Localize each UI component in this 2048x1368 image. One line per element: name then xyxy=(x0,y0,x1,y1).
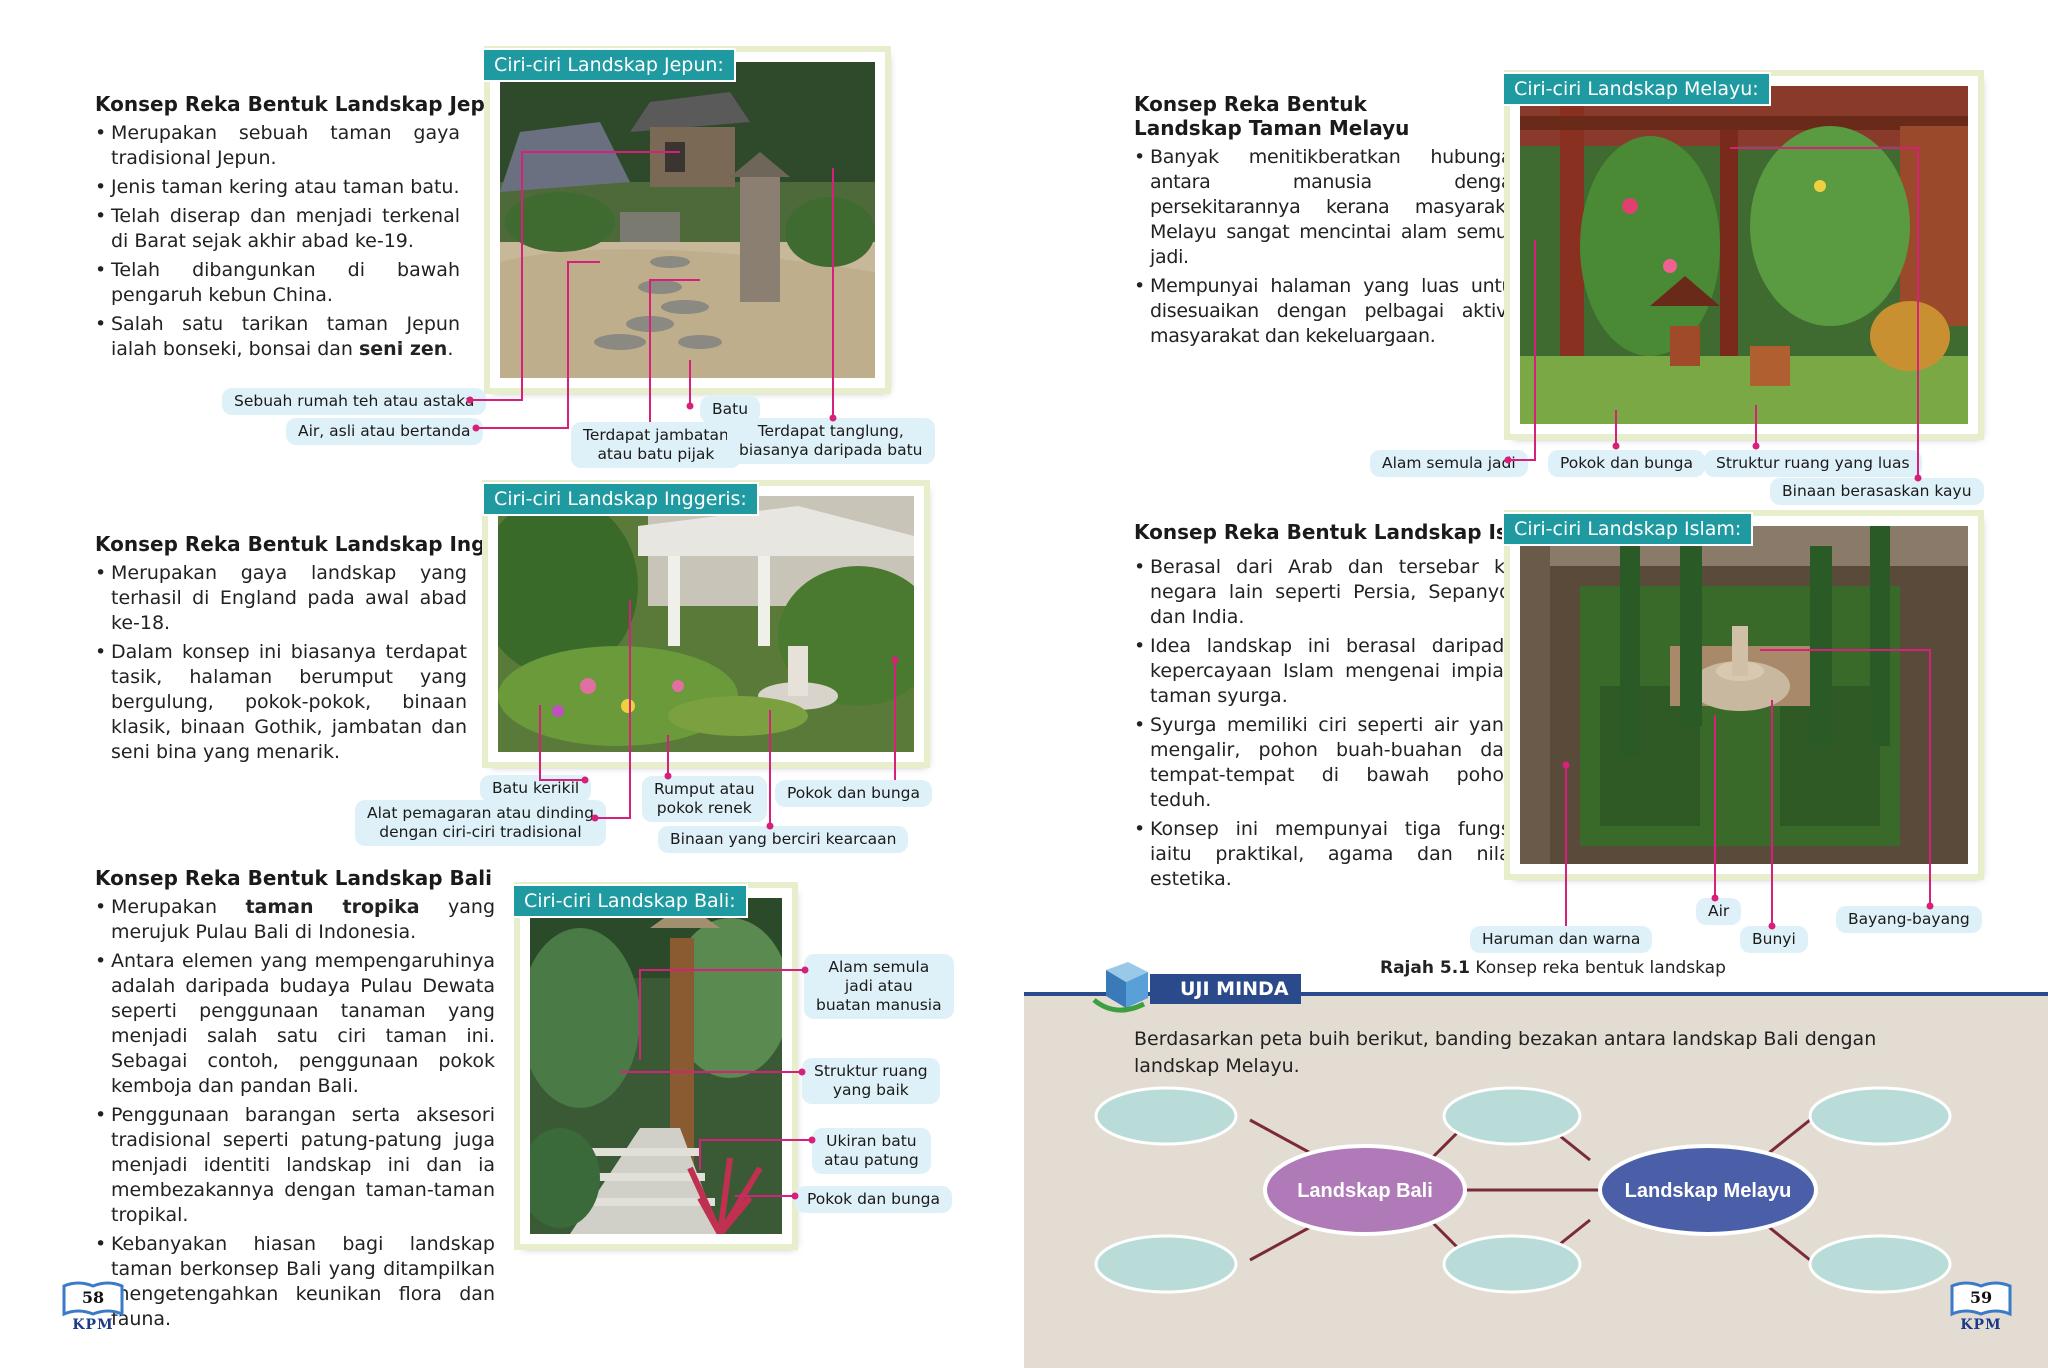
islam-garden-photo xyxy=(1520,526,1968,864)
islam-bullet-1: Berasal dari Arab dan tersebar ke negara… xyxy=(1134,555,1516,630)
callout-islam-scent: Haruman dan warna xyxy=(1470,926,1653,953)
empty-bubble-bottom-left xyxy=(1094,1234,1238,1294)
callout-islam-water: Air xyxy=(1696,898,1742,925)
empty-bubble-top-right xyxy=(1808,1086,1952,1146)
callout-structure: Binaan yang berciri kearcaan xyxy=(658,826,909,853)
bali-frame-title: Ciri-ciri Landskap Bali: xyxy=(512,884,748,918)
english-bullets: Merupakan gaya landskap yang terhasil di… xyxy=(95,561,467,769)
callout-bridge: Terdapat jambatan atau batu pijak xyxy=(571,422,741,468)
callout-bali-carving: Ukiran batu atau patung xyxy=(812,1128,931,1174)
japan-garden-photo xyxy=(500,62,875,378)
uji-minda-panel xyxy=(1024,992,2048,1368)
callout-malay-wood: Binaan berasaskan kayu xyxy=(1770,478,1984,505)
left-page: Konsep Reka Bentuk Landskap Jepun Merupa… xyxy=(0,0,1024,1364)
japan-bullets: Merupakan sebuah taman gaya tradisional … xyxy=(95,121,460,366)
bali-garden-photo xyxy=(530,898,782,1234)
callout-islam-shadow: Bayang-bayang xyxy=(1836,906,1982,933)
islam-frame-title: Ciri-ciri Landskap Islam: xyxy=(1502,512,1754,546)
bubble-landskap-melayu xyxy=(1598,1144,1818,1236)
malay-bullet-2: Mempunyai halaman yang luas untuk disesu… xyxy=(1134,274,1524,349)
japan-bullet-1: Merupakan sebuah taman gaya tradisional … xyxy=(95,121,460,171)
empty-bubble-bottom-center xyxy=(1442,1234,1582,1294)
callout-bali-nature: Alam semula jadi atau buatan manusia xyxy=(804,954,954,1019)
english-bullet-2: Dalam konsep ini biasanya terdapat tasik… xyxy=(95,640,467,765)
islam-bullet-4: Konsep ini mempunyai tiga fungsi iaitu p… xyxy=(1134,817,1516,892)
bali-photo-frame: Ciri-ciri Landskap Bali: xyxy=(512,884,792,1244)
japan-bullet-5: Salah satu tarikan taman Jepun ialah bon… xyxy=(95,312,460,362)
islam-photo-frame: Ciri-ciri Landskap Islam: xyxy=(1502,512,1978,874)
japan-bullet-2: Jenis taman kering atau taman batu. xyxy=(95,175,460,200)
bali-bullet-3: Penggunaan barangan serta aksesori tradi… xyxy=(95,1103,495,1228)
book-icon xyxy=(62,1281,124,1317)
empty-bubble-bottom-right xyxy=(1808,1234,1952,1294)
bali-title: Konsep Reka Bentuk Landskap Bali xyxy=(95,866,492,890)
bali-bullet-1: Merupakan taman tropika yang merujuk Pul… xyxy=(95,895,495,945)
callout-teahouse: Sebuah rumah teh atau astaka xyxy=(222,388,487,415)
islam-bullet-2: Idea landskap ini berasal daripada keper… xyxy=(1134,634,1516,709)
bubble-melayu-label: Landskap Melayu xyxy=(1625,1180,1792,1202)
callout-fence: Alat pemagaran atau dinding dengan ciri-… xyxy=(355,800,606,846)
japan-bullet-3: Telah diserap dan menjadi terkenal di Ba… xyxy=(95,204,460,254)
japan-title: Konsep Reka Bentuk Landskap Jepun xyxy=(95,92,514,116)
page-number-left: 58 KPM xyxy=(58,1278,128,1336)
callout-islam-sound: Bunyi xyxy=(1740,926,1808,953)
japan-frame-title: Ciri-ciri Landskap Jepun: xyxy=(482,48,736,82)
callout-gravel: Batu kerikil xyxy=(480,775,592,802)
malay-garden-photo xyxy=(1520,86,1968,424)
japan-photo-frame: Ciri-ciri Landskap Jepun: xyxy=(482,48,885,388)
malay-bullet-1: Banyak menitikberatkan hubungan antara m… xyxy=(1134,145,1524,270)
bubble-map: Landskap Bali Landskap Melayu xyxy=(1094,1086,1952,1294)
malay-bullets: Banyak menitikberatkan hubungan antara m… xyxy=(1134,145,1524,353)
book-icon xyxy=(1950,1281,2012,1317)
english-bullet-1: Merupakan gaya landskap yang terhasil di… xyxy=(95,561,467,636)
english-frame-title: Ciri-ciri Landskap Inggeris: xyxy=(482,482,759,516)
bali-bullet-4: Kebanyakan hiasan bagi landskap taman be… xyxy=(95,1232,495,1332)
islam-bullet-3: Syurga memiliki ciri seperti air yang me… xyxy=(1134,713,1516,813)
bubble-bali-label: Landskap Bali xyxy=(1297,1180,1433,1202)
callout-malay-plants: Pokok dan bunga xyxy=(1548,450,1705,477)
malay-frame-title: Ciri-ciri Landskap Melayu: xyxy=(1502,72,1771,106)
english-garden-photo xyxy=(498,496,914,752)
malay-title: Konsep Reka Bentuk Landskap Taman Melayu xyxy=(1134,92,1410,140)
callout-malay-nature: Alam semula jadi xyxy=(1370,450,1528,477)
malay-photo-frame: Ciri-ciri Landskap Melayu: xyxy=(1502,72,1978,434)
callout-english-plants: Pokok dan bunga xyxy=(775,780,932,807)
english-title: Konsep Reka Bentuk Landskap Inggeris xyxy=(95,532,542,556)
cube-icon xyxy=(1092,962,1148,1013)
empty-bubble-top-left xyxy=(1094,1086,1238,1146)
callout-lantern: Terdapat tanglung, biasanya daripada bat… xyxy=(727,418,935,464)
callout-water: Air, asli atau bertanda xyxy=(286,418,483,445)
uji-minda-label: UJI MINDA xyxy=(1150,974,1301,1004)
callout-bali-plants: Pokok dan bunga xyxy=(795,1186,952,1213)
bali-bullet-2: Antara elemen yang mempengaruhinya adala… xyxy=(95,949,495,1099)
page-number-right: 59 KPM xyxy=(1946,1278,2016,1336)
figure-caption: Rajah 5.1 Konsep reka bentuk landskap xyxy=(1380,958,1726,978)
bubble-landskap-bali xyxy=(1263,1144,1467,1236)
uji-minda-question: Berdasarkan peta buih berikut, banding b… xyxy=(1134,1028,1877,1077)
japan-bullet-4: Telah dibangunkan di bawah pengaruh kebu… xyxy=(95,258,460,308)
callout-grass: Rumput atau pokok renek xyxy=(642,776,767,822)
english-photo-frame: Ciri-ciri Landskap Inggeris: xyxy=(482,482,924,762)
callout-malay-space: Struktur ruang yang luas xyxy=(1704,450,1922,477)
empty-bubble-top-center xyxy=(1442,1086,1582,1146)
bali-bullets: Merupakan taman tropika yang merujuk Pul… xyxy=(95,895,495,1336)
islam-bullets: Berasal dari Arab dan tersebar ke negara… xyxy=(1134,555,1516,896)
callout-bali-space: Struktur ruang yang baik xyxy=(802,1058,940,1104)
islam-title: Konsep Reka Bentuk Landskap Islam xyxy=(1134,520,1550,544)
